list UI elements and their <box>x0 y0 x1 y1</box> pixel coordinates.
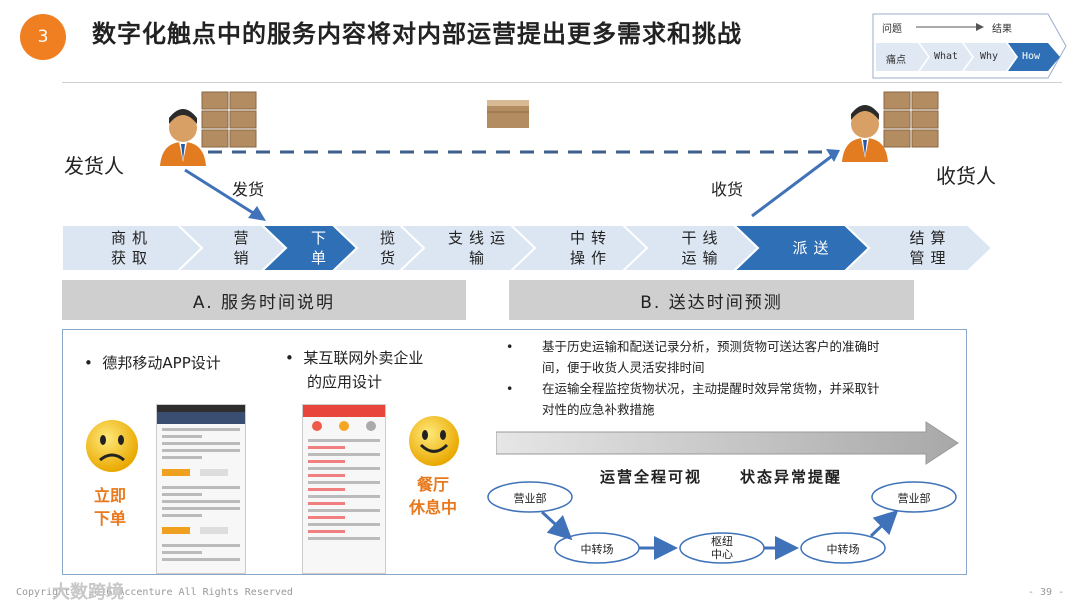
transit-parcel-icon <box>487 100 529 128</box>
bullet-dot: • <box>506 381 514 396</box>
process-step-chevron <box>398 225 537 271</box>
title-divider <box>62 82 1062 83</box>
visibility-arrow <box>496 421 959 465</box>
bullet-dot: • <box>285 349 304 367</box>
sad-face-icon <box>86 420 138 472</box>
sad-face-label: 立即 下单 <box>82 484 138 530</box>
receive-arrow <box>751 154 833 218</box>
process-step-label: 中转操作 <box>569 229 612 267</box>
legend-result-label: 结果 <box>992 24 1012 35</box>
food-delivery-app-screenshot <box>302 404 386 574</box>
node-transfer-2: 中转场 <box>826 543 860 556</box>
process-step-chevron <box>621 225 760 271</box>
happy-face-label-line1: 餐厅 <box>416 475 449 494</box>
receiver-person-icon <box>842 105 888 162</box>
process-step-labels: 商机获取 营销 下单 揽货 支线运输 中转操作 干线运输 派送 结算管理 <box>0 225 1080 271</box>
sender-boxes-icon <box>201 91 257 148</box>
slide-number-badge: 3 <box>20 14 66 60</box>
legend-segment-how: How <box>1022 51 1041 62</box>
ship-label: 发货 <box>232 180 265 199</box>
process-step-label: 下单 <box>310 229 332 267</box>
watermark-text: 大数跨境 <box>52 582 124 603</box>
process-step-chevron <box>732 225 871 271</box>
legend-frame <box>872 13 1067 79</box>
bullet-food-delivery: • 某互联网外卖企业 的应用设计 <box>285 346 423 394</box>
process-step-label: 干线运输 <box>681 229 724 267</box>
process-step-label: 揽货 <box>379 229 401 267</box>
node-hub: 枢纽 中心 <box>711 535 733 561</box>
process-step-chevron <box>843 225 994 271</box>
happy-face-label: 餐厅 休息中 <box>400 473 466 519</box>
ship-arrow <box>184 168 259 218</box>
process-step-label: 营销 <box>233 229 255 267</box>
process-step-chevron <box>176 225 288 271</box>
prediction-bullet-list: • 基于历史运输和配送记录分析，预测货物可送达客户的准确时 间，便于收货人灵活安… <box>506 336 956 420</box>
legend-problem-label: 问题 <box>882 24 902 35</box>
process-step-label: 商机获取 <box>110 229 153 267</box>
section-b-header: B. 送达时间预测 <box>509 280 914 320</box>
bullet-app-design-text: 德邦移动APP设计 <box>102 354 221 372</box>
deppon-app-screenshot <box>156 404 246 574</box>
node-sales-office-2: 营业部 <box>897 492 931 505</box>
receive-label: 收货 <box>711 180 744 199</box>
process-step-chevron <box>260 225 359 271</box>
process-step-label: 派送 <box>792 239 835 257</box>
bullet-app-design: • 德邦移动APP设计 <box>84 351 221 375</box>
process-step-chevron <box>331 225 426 271</box>
bullet-dot: • <box>506 339 514 354</box>
prediction-bullet-2-line2: 对性的应急补救措施 <box>542 402 655 417</box>
visibility-label: 运营全程可视 <box>600 468 703 486</box>
problem-result-legend: 问题 结果 痛点 What Why How <box>872 13 1068 79</box>
page-number: - 39 - <box>1028 587 1065 598</box>
receiver-boxes-icon <box>883 91 939 148</box>
alert-label: 状态异常提醒 <box>740 468 843 486</box>
process-step-label: 结算管理 <box>909 229 952 267</box>
prediction-bullet-1-line2: 间，便于收货人灵活安排时间 <box>542 360 705 375</box>
happy-face-icon <box>409 416 459 466</box>
bullet-dot: • <box>84 354 103 372</box>
section-a-header: A. 服务时间说明 <box>62 280 466 320</box>
sad-face-label-line1: 立即 <box>93 486 126 505</box>
node-transfer-1: 中转场 <box>580 543 614 556</box>
page-title: 数字化触点中的服务内容将对内部运营提出更多需求和挑战 <box>92 20 742 48</box>
sender-label: 发货人 <box>64 154 124 178</box>
prediction-bullet-2-line1: 在运输全程监控货物状况，主动提醒时效异常货物，并采取针 <box>542 381 880 396</box>
sad-face-label-line2: 下单 <box>93 509 126 528</box>
legend-segment-pain: 痛点 <box>886 55 906 66</box>
prediction-bullet-1: • 基于历史运输和配送记录分析，预测货物可送达客户的准确时 间，便于收货人灵活安… <box>506 336 956 378</box>
receiver-label: 收货人 <box>936 164 996 188</box>
process-step-label: 支线运输 <box>447 229 511 267</box>
prediction-bullet-2: • 在运输全程监控货物状况，主动提醒时效异常货物，并采取针 对性的应急补救措施 <box>506 378 956 420</box>
legend-segment-what: What <box>934 51 959 62</box>
logistics-node-flow <box>487 481 957 564</box>
content-panel <box>62 329 967 575</box>
bullet-food-delivery-line2: 的应用设计 <box>307 373 383 391</box>
node-sales-office-1: 营业部 <box>513 492 547 505</box>
happy-face-label-line2: 休息中 <box>408 498 457 517</box>
process-chevron-bar <box>61 225 994 271</box>
bullet-food-delivery-line1: 某互联网外卖企业 <box>303 349 424 367</box>
legend-segment-why: Why <box>980 51 999 62</box>
process-step-chevron <box>509 225 649 271</box>
shipment-illustration <box>160 91 939 221</box>
prediction-bullet-1-line1: 基于历史运输和配送记录分析，预测货物可送达客户的准确时 <box>542 339 880 354</box>
copyright-text: Copyright © 2016 Accenture All Rights Re… <box>16 587 293 598</box>
sender-person-icon <box>160 109 206 166</box>
